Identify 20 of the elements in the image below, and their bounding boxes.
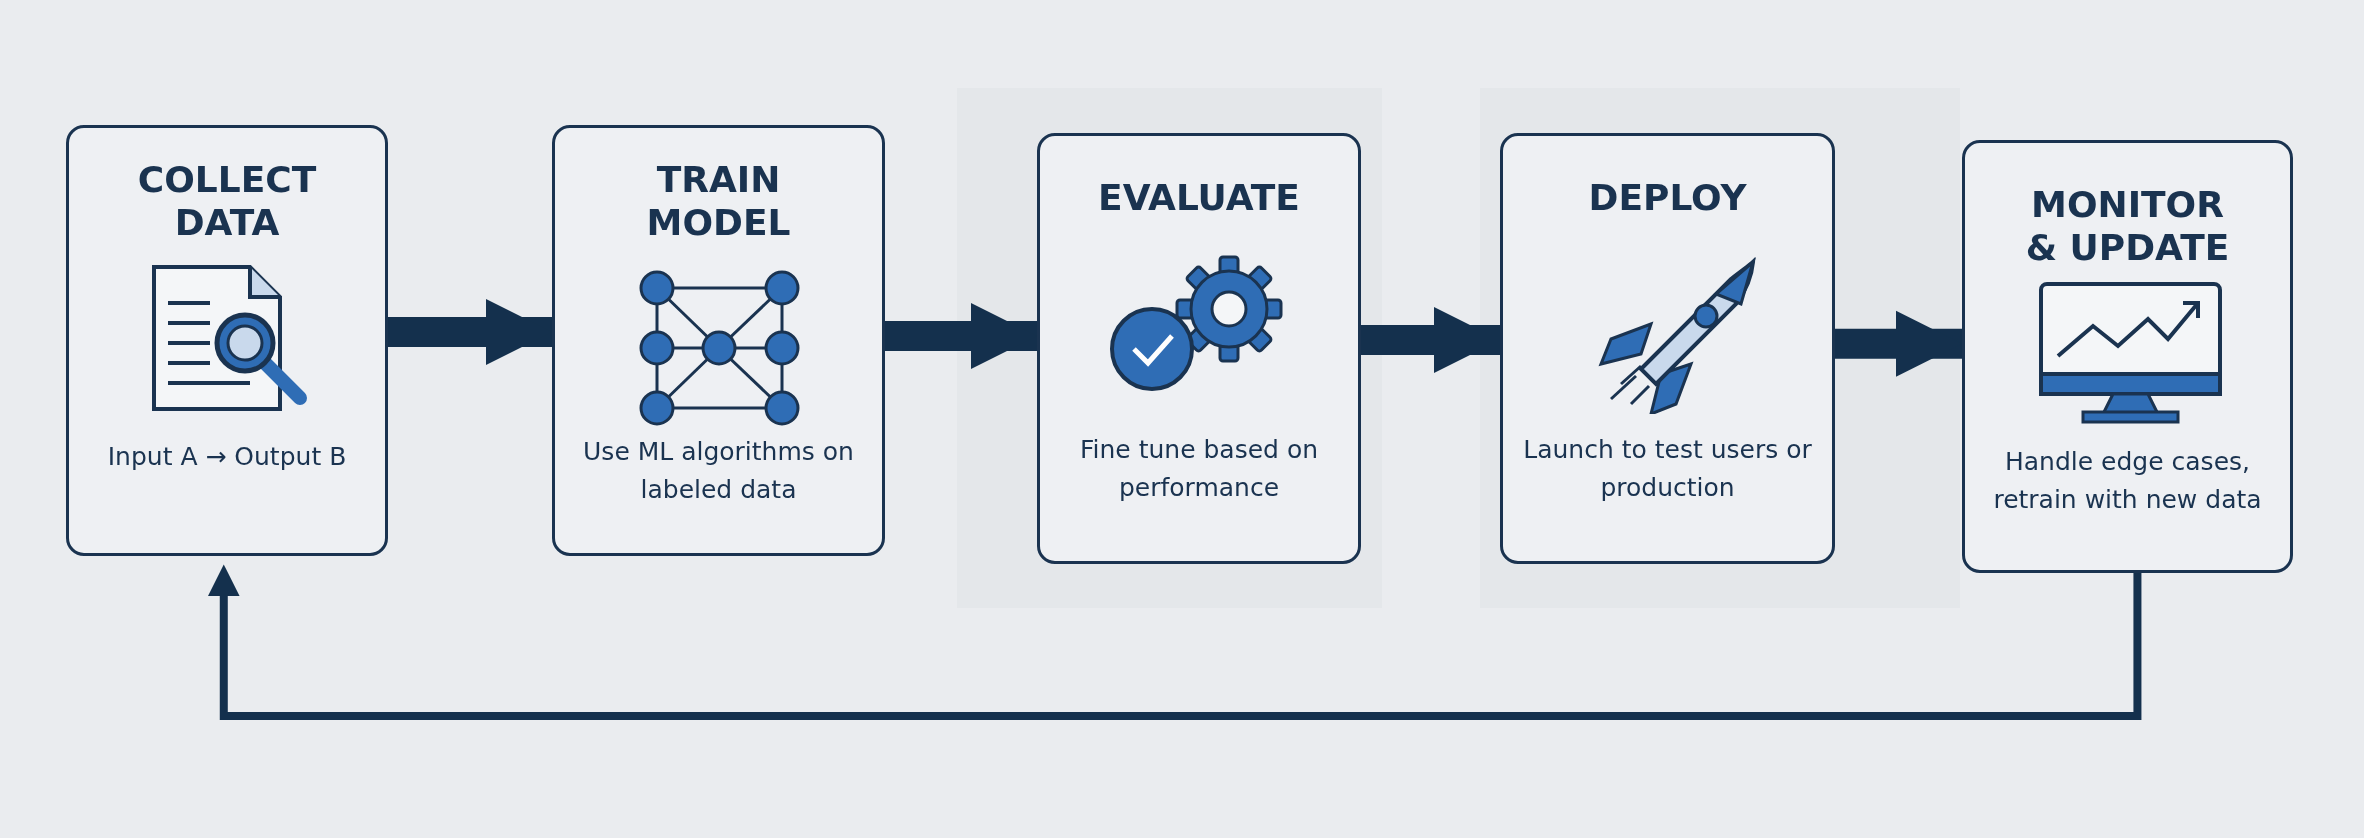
block-arrow [388, 298, 552, 365]
step-description: Launch to test users or production [1522, 434, 1813, 504]
step-description: Input A → Output B [106, 441, 348, 473]
process-box [1037, 133, 1361, 564]
block-arrow [1835, 310, 1962, 377]
step-title: MONITOR & UPDATE [2024, 183, 2231, 269]
step-description: Use ML algorithms on labeled data [582, 436, 855, 506]
process-box [1500, 133, 1835, 564]
feedback-arrow [207, 564, 2142, 720]
step-description: Handle edge cases, retrain with new data [1992, 446, 2263, 516]
process-box [1962, 140, 2293, 573]
block-arrow [1361, 306, 1500, 373]
block-arrow [885, 302, 1037, 369]
step-title: DEPLOY [1587, 176, 1748, 219]
step-description: Fine tune based on performance [1078, 434, 1320, 504]
step-title: COLLECT DATA [136, 158, 318, 244]
step-title: TRAIN MODEL [645, 158, 792, 244]
process-box [552, 125, 885, 556]
step-title: EVALUATE [1097, 176, 1301, 219]
process-box [66, 125, 388, 556]
